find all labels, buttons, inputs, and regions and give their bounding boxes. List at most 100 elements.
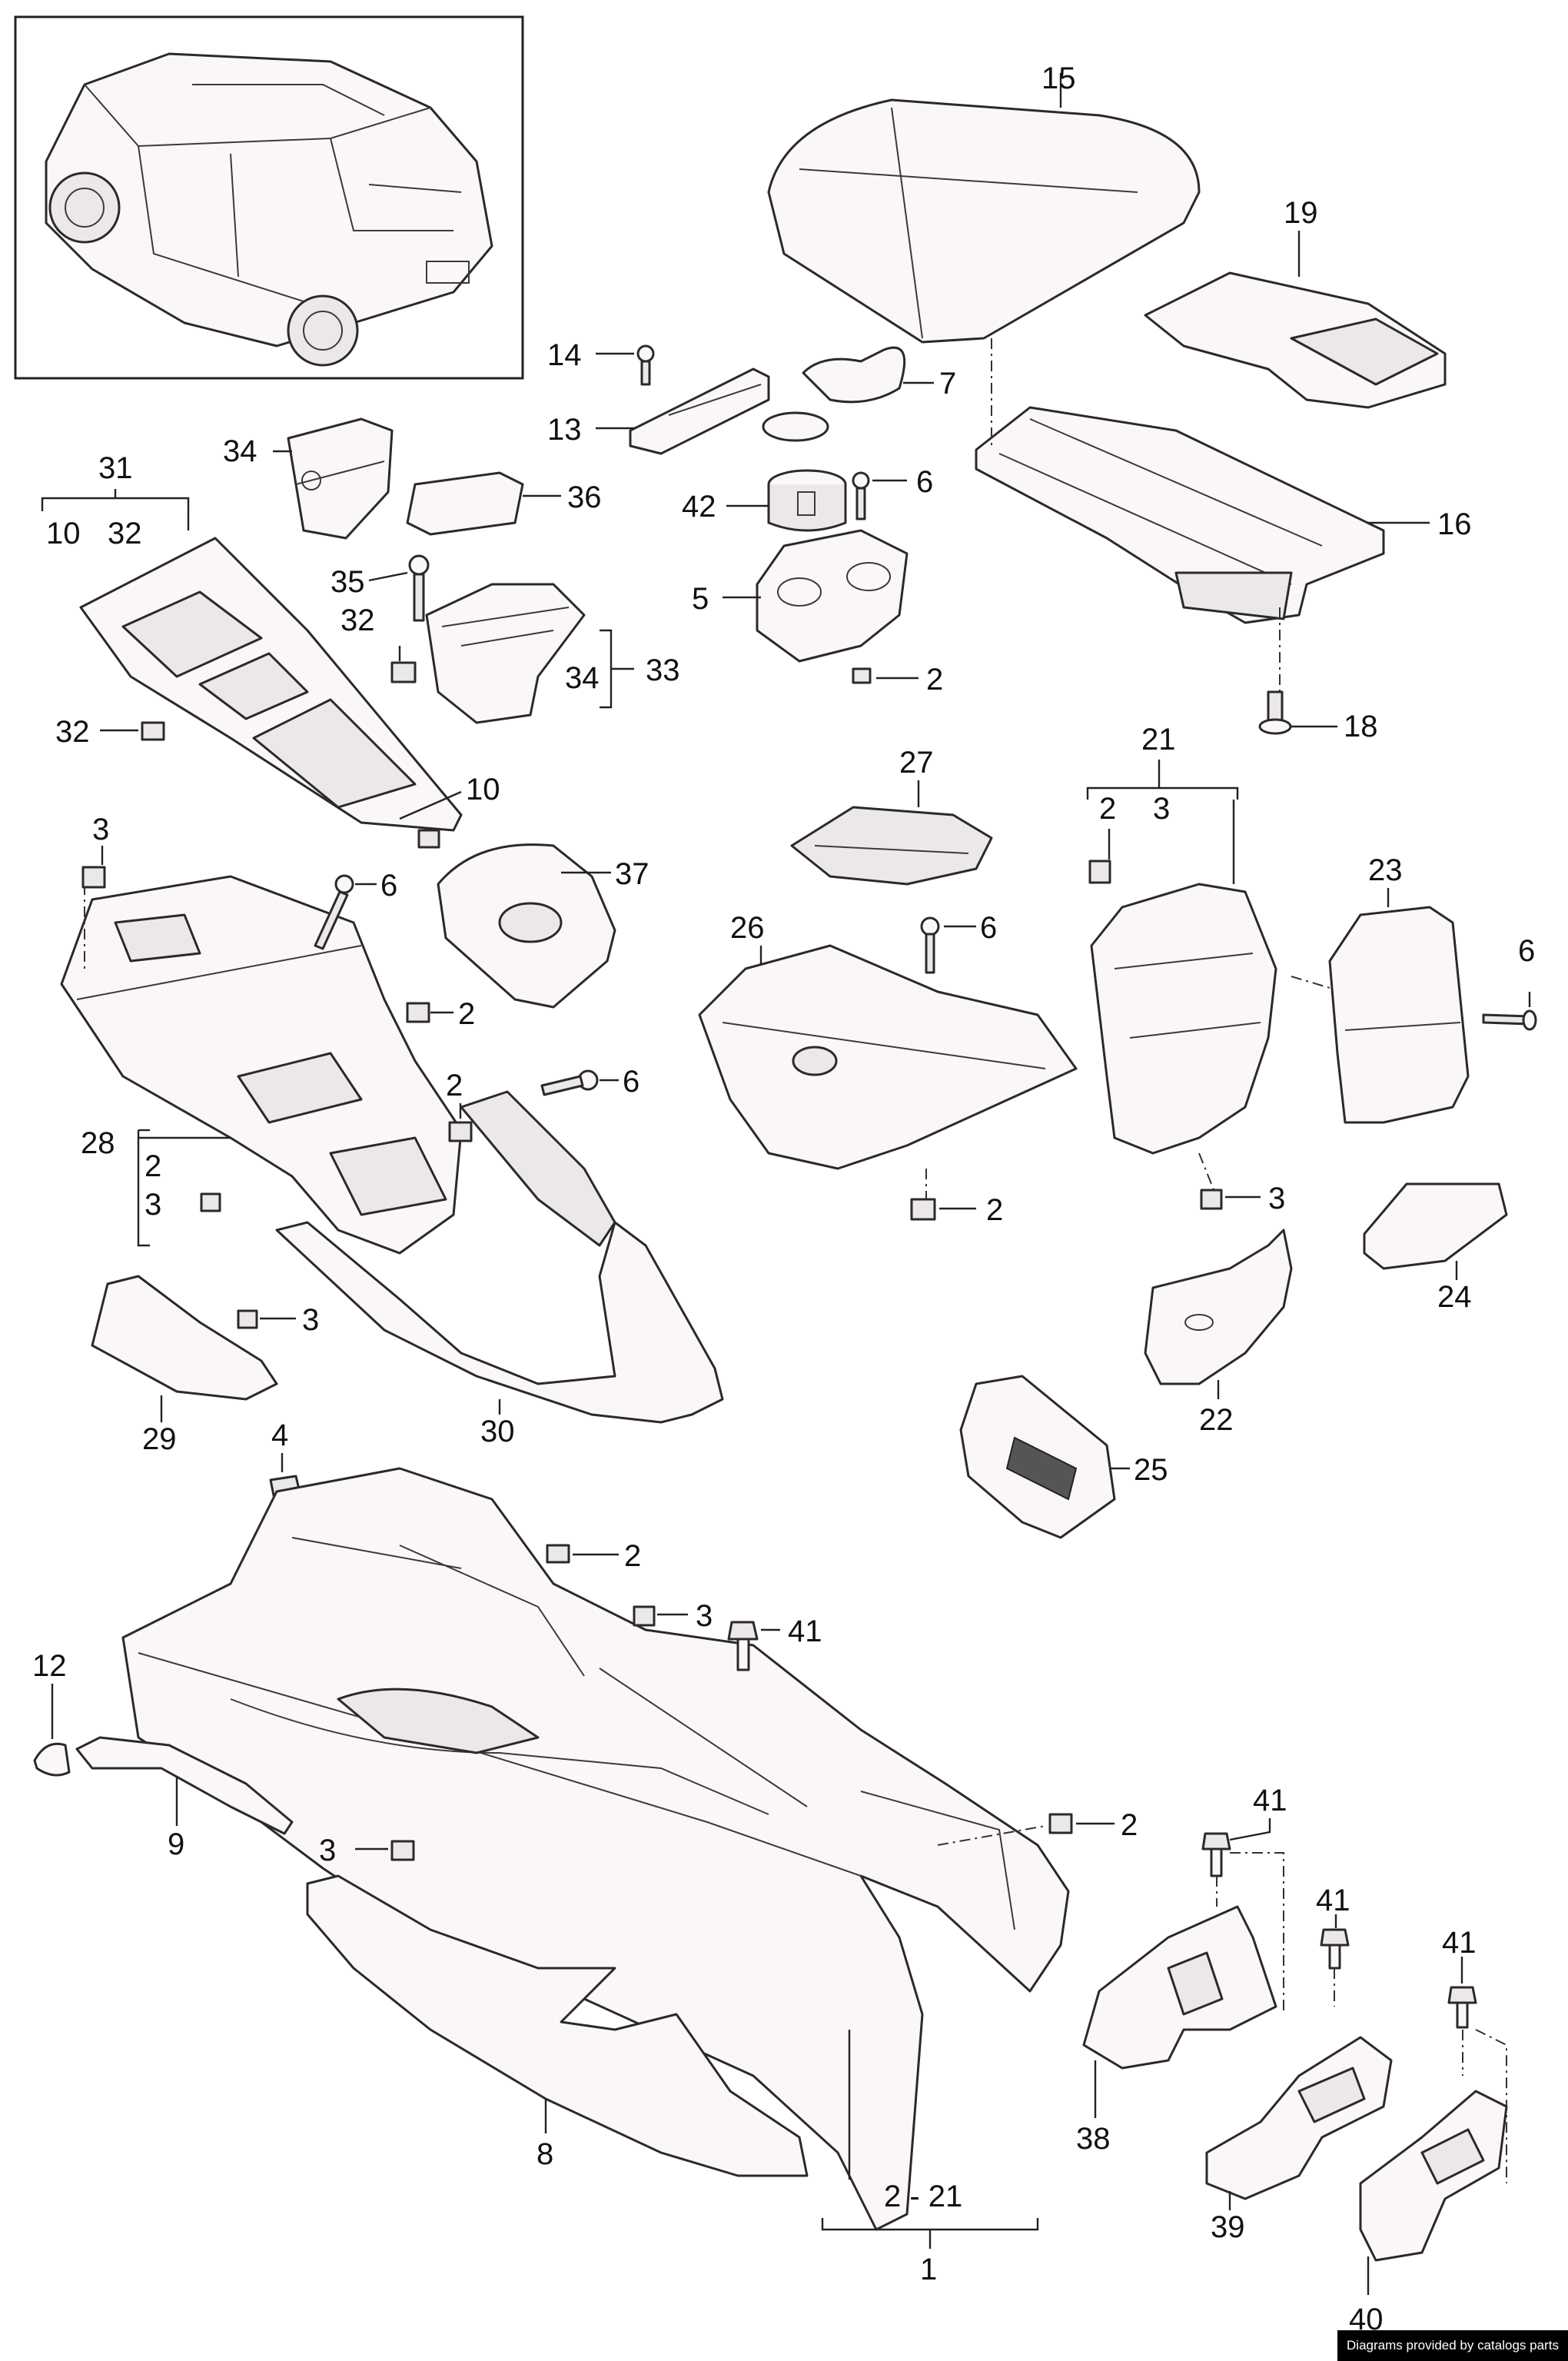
callout-2-c: 2 [458,997,475,1031]
part-16-armrest-frame: 16 [975,338,1472,692]
part-6-screw-e: 6 [1482,934,1537,1031]
callout-41-b: 41 [1253,1784,1287,1817]
callout-25: 25 [1134,1453,1168,1487]
callout-2-21: 2 - 21 [884,2180,962,2213]
callout-26: 26 [730,911,765,945]
callout-8: 8 [537,2137,553,2171]
callout-4: 4 [271,1418,288,1452]
part-34-switch-block: 34 [223,417,394,540]
part-24-cover: 24 [1363,1182,1508,1314]
callout-32-a: 32 [108,517,142,550]
label-group-31: 31 10 32 [41,451,190,550]
callout-27: 27 [899,746,934,780]
callout-3-g: 3 [319,1834,336,1867]
part-23-air-duct: 23 [1328,853,1470,1124]
callout-24: 24 [1437,1280,1472,1314]
part-32-clip-b: 32 [341,604,417,683]
part-15-armrest-cushion: 15 [767,62,1201,344]
callout-6-a: 6 [916,465,933,499]
callout-3-b: 3 [92,813,109,846]
part-22-rear-trim: 22 [1144,1229,1293,1437]
callout-2-a: 2 [926,663,943,697]
callout-10-a: 10 [46,517,81,550]
part-38-bracket: 38 [1076,1905,1277,2156]
callout-2-b: 2 [145,1149,161,1183]
part-2-nut-d: 2 [910,1193,1003,1227]
callout-15: 15 [1041,62,1076,95]
callout-36: 36 [567,481,602,514]
part-28-console-base: 28 2 3 [60,875,463,1255]
callout-39: 39 [1211,2210,1245,2244]
part-2-nut-g: 2 [937,1808,1138,1846]
callout-31: 31 [98,451,133,485]
callout-2-h: 2 [1121,1808,1138,1842]
part-1-center-console: 2 - 21 1 [121,1467,1070,2286]
callout-41-d: 41 [1442,1926,1477,1960]
callout-14: 14 [547,338,582,372]
part-3-clip-b: 3 [237,1303,319,1337]
part-19-cover: 19 [1144,196,1447,409]
part-29-side-trim: 29 [91,1275,278,1456]
callout-2-g: 2 [624,1539,641,1573]
part-41-bolt-c: 41 [1316,1884,1350,2007]
part-10-clip [417,829,440,849]
part-41-bolt-a: 41 [727,1614,822,1671]
callout-1: 1 [920,2253,937,2286]
part-33-switch-housing: 34 33 [425,583,680,724]
diagram-credit: Diagrams provided by catalogs parts [1337,2330,1568,2361]
callout-33: 33 [646,653,680,687]
part-41-bolt-b: 41 [1201,1784,1287,2014]
callout-10-b: 10 [466,773,500,806]
callout-18: 18 [1344,710,1378,743]
callout-21: 21 [1141,723,1176,757]
part-3-clip-d: 3 [633,1599,713,1633]
part-6-screw-a: 6 [852,465,933,520]
part-6-screw-c: 6 [540,1065,639,1099]
label-group-21: 21 2 3 [1086,723,1239,884]
callout-19: 19 [1284,196,1318,230]
callout-3-a: 3 [145,1188,161,1222]
part-25-air-vent: 25 [959,1375,1168,1539]
part-9-trim-strip: 9 [75,1736,294,1861]
part-6-screw-d: 6 [920,911,997,974]
part-6-screw-b: 6 [314,869,397,950]
part-3-clip-e: 3 [319,1834,415,1867]
callout-29: 29 [142,1422,177,1456]
part-7-mat: 7 [762,346,956,442]
callout-42: 42 [682,490,716,524]
part-42-cup-insert: 42 [682,469,847,532]
callout-16: 16 [1437,507,1472,541]
callout-23: 23 [1368,853,1403,887]
callout-32-b: 32 [55,715,90,749]
part-32-clip: 32 [55,715,165,749]
part-37-shifter-trim: 37 [437,843,649,1009]
callout-2-f: 2 [1099,792,1116,826]
part-40-bracket: 40 [1349,2090,1508,2336]
part-8-lower-trim: 8 [306,1874,809,2177]
callout-35: 35 [331,565,365,599]
callout-12: 12 [32,1649,67,1683]
part-30-console-trim: 30 [275,1090,724,1448]
callout-7: 7 [939,367,956,401]
part-18-screw: 18 [1258,690,1378,743]
part-5-cup-holder: 5 [692,529,909,663]
part-13-bracket: 13 [547,367,770,455]
callout-6-d: 6 [980,911,997,945]
part-35-screw: 35 [331,554,430,622]
callout-3-c: 3 [302,1303,319,1337]
vehicle-overview-inset [14,15,524,380]
part-27-tray-mat: 27 [790,746,993,886]
callout-2-d: 2 [446,1069,463,1102]
part-14-screw: 14 [547,338,655,386]
part-10-trim-panel: 10 [79,537,500,832]
callout-34-a: 34 [223,434,257,468]
part-41-bolt-d: 41 [1442,1926,1507,2183]
callout-30: 30 [480,1415,515,1448]
callout-32-c: 32 [341,604,375,637]
callout-5: 5 [692,582,709,616]
callout-28: 28 [81,1126,115,1160]
callout-6-e: 6 [1518,934,1535,968]
part-26-storage-tray: 26 [698,911,1078,1199]
callout-6-b: 6 [380,869,397,903]
